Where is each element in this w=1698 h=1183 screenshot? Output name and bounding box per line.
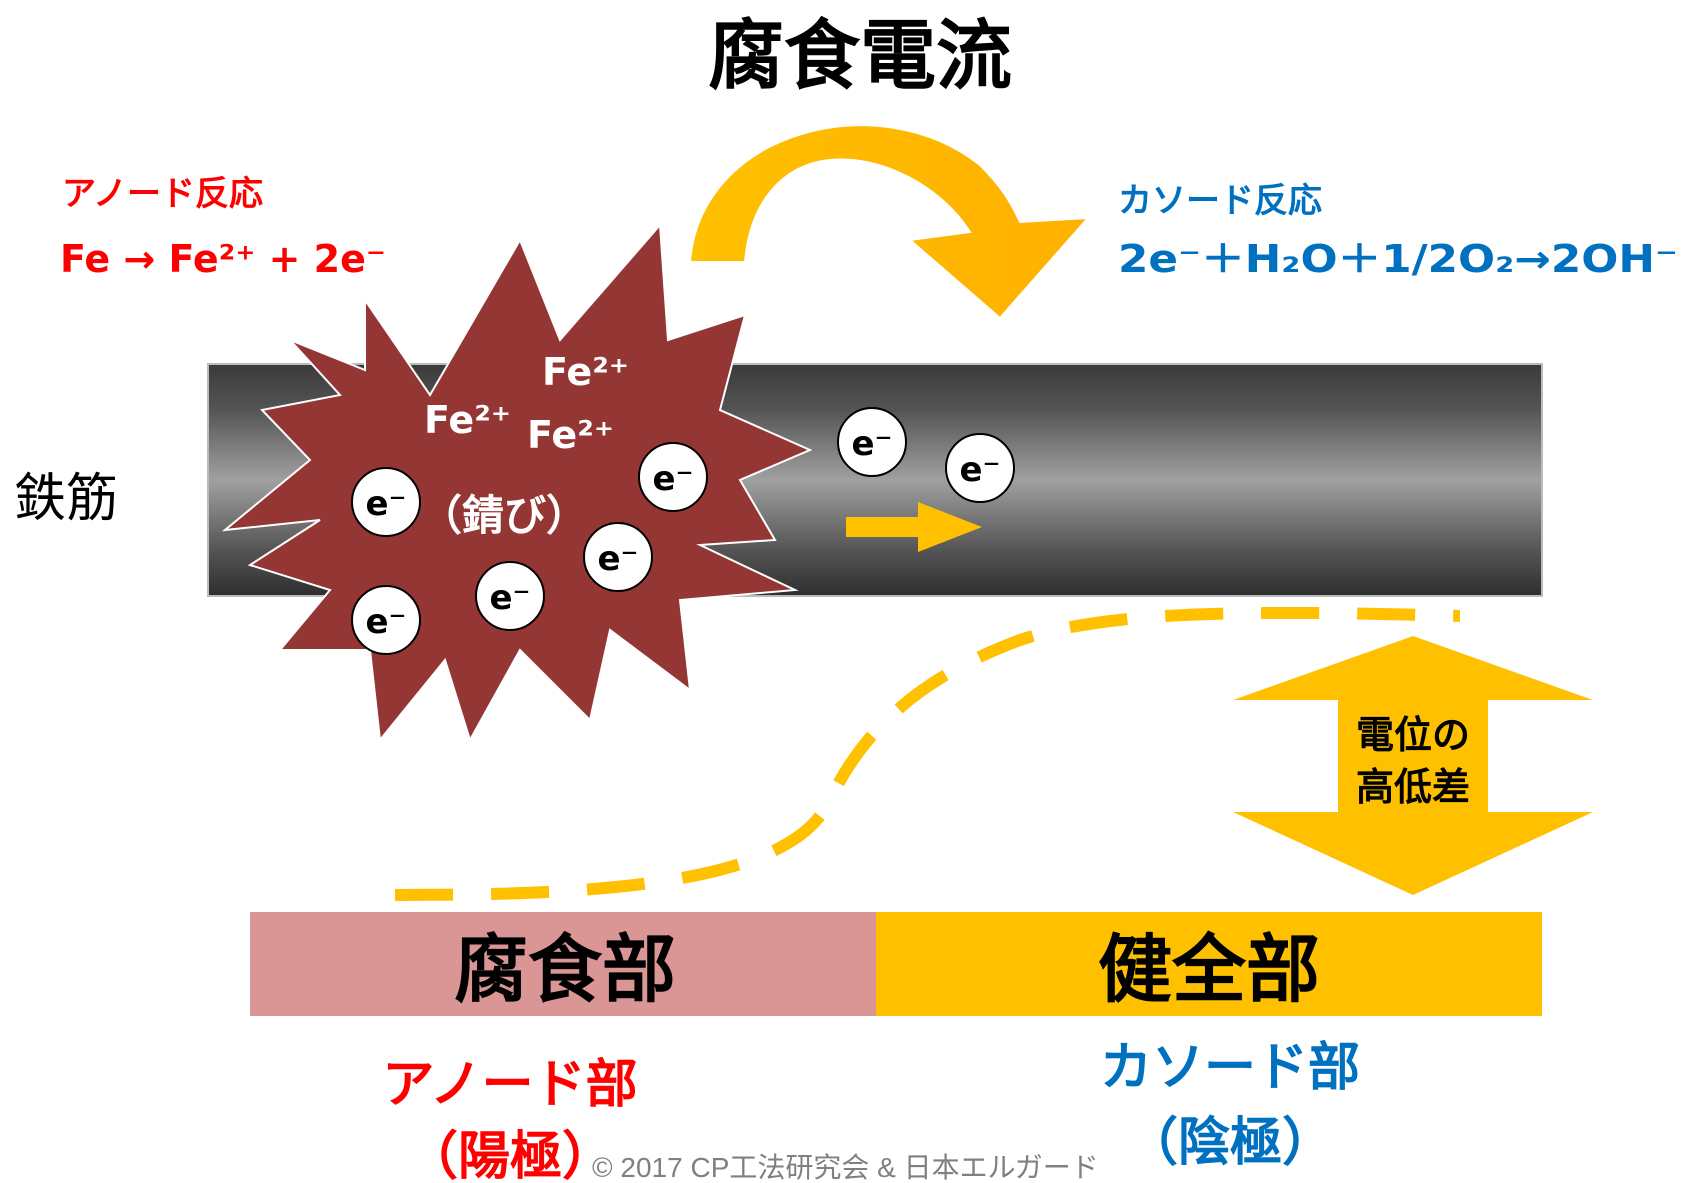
anode-reaction-equation: Fe → Fe²⁺ + 2e⁻ [60,237,386,281]
electron: e⁻ [475,561,545,631]
rebar-label: 鉄筋 [14,469,118,529]
electron-label: e⁻ [365,602,406,642]
fe-ion-2: Fe²⁺ [424,398,511,442]
electron: e⁻ [351,467,421,537]
corroded-zone [250,912,880,1016]
electron: e⁻ [351,585,421,655]
electron-label: e⁻ [851,424,892,464]
potential-difference-arrow [1233,636,1593,895]
fe-ion-1: Fe²⁺ [542,350,629,394]
anode-reaction-label: アノード反応 [62,174,263,214]
electron: e⁻ [945,433,1015,503]
healthy-zone [876,912,1542,1016]
fe-ion-3: Fe²⁺ [527,413,614,457]
electron-label: e⁻ [489,578,530,618]
rust-starburst [221,222,813,743]
electron-flow-arrow [846,502,982,552]
cathode-reaction-equation: 2e⁻＋H₂O＋1/2O₂→2OH⁻ [1118,237,1678,281]
copyright-notice: © 2017 CP工法研究会 & 日本エルガード [592,1152,1099,1183]
anode-part-label: アノード部 [382,1055,637,1115]
rust-label: （錆び） [420,491,588,540]
electron-label: e⁻ [365,484,406,524]
electron: e⁻ [583,522,653,592]
electron: e⁻ [837,407,907,477]
cathode-reaction-label: カソード反応 [1118,181,1322,221]
electron-label: e⁻ [959,450,1000,490]
anode-part-sub: （陽極） [406,1127,614,1183]
potential-label-line2: 高低差 [1356,765,1470,809]
potential-label-line1: 電位の [1356,713,1470,757]
corrosion-current-arrow [688,124,1091,320]
electron: e⁻ [638,442,708,512]
diagram-title: 腐食電流 [708,11,1012,100]
healthy-zone-label: 健全部 [1098,927,1320,1013]
electron-label: e⁻ [652,459,693,499]
cathode-part-label: カソード部 [1100,1038,1360,1098]
potential-curve [394,606,1461,901]
electron-label: e⁻ [597,539,638,579]
cathode-part-sub: （陰極） [1126,1113,1334,1173]
corroded-zone-label: 腐食部 [454,927,676,1013]
